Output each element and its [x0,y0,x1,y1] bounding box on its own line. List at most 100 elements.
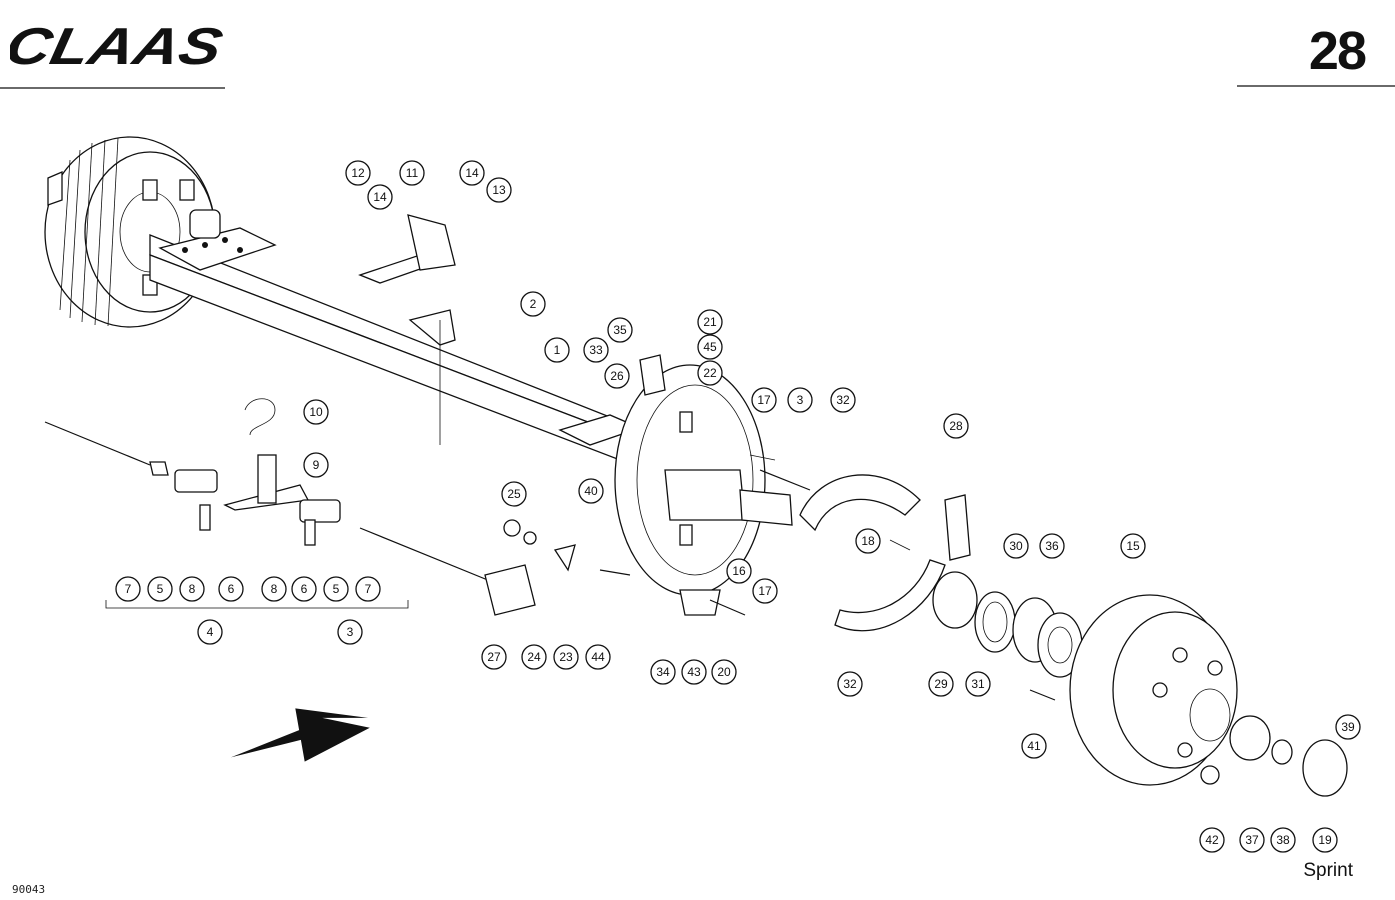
callout-2: 2 [520,291,546,317]
callout-28: 28 [943,413,969,439]
callout-6: 6 [218,576,244,602]
callout-29: 29 [928,671,954,697]
callout-label: 12 [351,166,365,180]
callout-7: 7 [355,576,381,602]
callout-44: 44 [585,644,611,670]
callout-label: 9 [313,458,320,472]
callout-label: 35 [613,323,627,337]
callout-32: 32 [830,387,856,413]
axle-nut [1271,739,1293,765]
callout-40: 40 [578,478,604,504]
callout-23: 23 [553,644,579,670]
callout-4: 4 [197,619,223,645]
callout-17: 17 [751,387,777,413]
drawing-code: 90043 [12,883,46,896]
callout-label: 8 [271,582,278,596]
callout-label: 44 [591,650,605,664]
callout-18: 18 [855,528,881,554]
callout-8: 8 [179,576,205,602]
right-hub-drum [1069,594,1238,786]
bolt-44 [599,569,631,576]
callout-label: 5 [333,582,340,596]
callout-3: 3 [337,619,363,645]
callout-label: 7 [125,582,132,596]
callout-36: 36 [1039,533,1065,559]
callout-17: 17 [752,578,778,604]
callout-43: 43 [681,659,707,685]
callout-label: 17 [758,584,772,598]
callout-label: 11 [406,166,419,180]
callout-35: 35 [607,317,633,343]
callout-label: 28 [949,419,963,433]
callout-9: 9 [303,452,329,478]
callout-5: 5 [147,576,173,602]
callout-15: 15 [1120,533,1146,559]
callout-label: 31 [971,677,985,691]
callout-30: 30 [1003,533,1029,559]
callout-1: 1 [544,337,570,363]
hub-cap [1302,739,1348,797]
callout-42: 42 [1199,827,1225,853]
callout-label: 2 [530,297,537,311]
callout-label: 20 [717,665,731,679]
callout-20: 20 [711,659,737,685]
callout-16: 16 [726,558,752,584]
callout-label: 24 [527,650,541,664]
brake-linkage [44,398,536,616]
callout-label: 27 [487,650,501,664]
callout-11: 11 [399,160,425,186]
callout-label: 36 [1045,539,1059,553]
callout-10: 10 [303,399,329,425]
callout-label: 39 [1341,720,1355,734]
callout-label: 21 [703,315,717,329]
callout-label: 42 [1205,833,1219,847]
callout-label: 37 [1245,833,1259,847]
callout-33: 33 [583,337,609,363]
callout-37: 37 [1239,827,1265,853]
outer-bearing [1229,715,1271,761]
callout-label: 16 [732,564,746,578]
callout-27: 27 [481,644,507,670]
callout-24: 24 [521,644,547,670]
callout-label: 26 [610,369,624,383]
callout-label: 10 [309,405,323,419]
callout-label: 19 [1318,833,1332,847]
wheel-nut [1200,765,1220,785]
callout-label: 15 [1126,539,1140,553]
washer-24 [523,531,537,545]
callout-label: 23 [559,650,573,664]
callout-45: 45 [697,334,723,360]
callout-41: 41 [1021,733,1047,759]
callout-12: 12 [345,160,371,186]
svg-text:CLAAS: CLAAS [10,20,228,72]
lever-part [553,544,576,572]
link-3 [759,469,811,491]
pin-20 [709,599,746,616]
spring-18 [889,539,911,551]
callout-label: 45 [703,340,717,354]
callout-34: 34 [650,659,676,685]
callout-label: 13 [492,183,506,197]
callout-22: 22 [697,360,723,386]
model-label: Sprint [1303,860,1353,881]
callout-label: 29 [934,677,948,691]
callout-label: 3 [797,393,804,407]
bracket-34 [679,589,721,616]
callout-label: 17 [757,393,771,407]
adjuster-28 [944,494,971,561]
bleeder-assembly [639,354,666,396]
callout-39: 39 [1335,714,1361,740]
bearings-and-seals [932,571,1083,678]
callout-25: 25 [501,481,527,507]
callout-label: 34 [656,665,670,679]
brake-shoes [799,474,946,632]
callout-label: 38 [1276,833,1290,847]
group-bracket [105,600,409,609]
nut-25 [503,519,521,537]
page-number: 28 [1308,21,1367,81]
callout-label: 25 [507,487,521,501]
callout-21: 21 [697,309,723,335]
callout-label: 33 [589,343,603,357]
